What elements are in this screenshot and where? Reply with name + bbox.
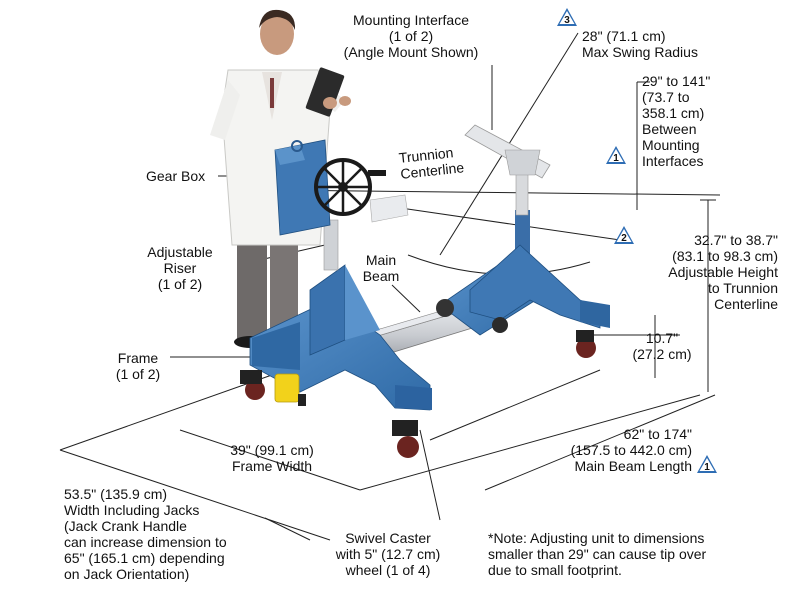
leader-lines	[59, 32, 721, 541]
right-frame	[436, 124, 610, 358]
badge-2-text: 2	[621, 233, 627, 244]
mounting-interface-label: Mounting Interface (1 of 2) (Angle Mount…	[343, 12, 479, 60]
frame-width-label: 39" (99.1 cm) Frame Width	[230, 442, 314, 474]
left-frame	[240, 139, 432, 458]
warning-triangle-icon: 2	[614, 226, 634, 244]
gear-box-label: Gear Box	[146, 168, 206, 184]
trunnion-centerline-label: Trunnion Centerline	[398, 144, 465, 182]
main-beam-label: Main Beam	[362, 252, 400, 284]
beam-length-label: 62" to 174" (157.5 to 442.0 cm) Main Bea…	[570, 426, 692, 474]
warning-triangle-icon: 1	[697, 455, 717, 473]
width-including-jacks-label: 53.5" (135.9 cm) Width Including Jacks (…	[64, 486, 227, 582]
badge-1-text: 1	[704, 462, 710, 473]
adjustable-height-label: 32.7" to 38.7" (83.1 to 98.3 cm) Adjusta…	[668, 232, 778, 312]
adjustable-riser-label: Adjustable Riser (1 of 2)	[147, 244, 213, 292]
badge-1-text: 1	[613, 153, 619, 164]
swing-radius-label: 28" (71.1 cm) Max Swing Radius	[582, 28, 698, 60]
tip-over-note: *Note: Adjusting unit to dimensions smal…	[488, 530, 707, 578]
warning-triangle-icon: 3	[557, 8, 577, 26]
between-interfaces-label: 29" to 141" (73.7 to 358.1 cm) Between M…	[642, 73, 711, 169]
badge-3-text: 3	[564, 15, 570, 26]
swivel-caster-label: Swivel Caster with 5" (12.7 cm) wheel (1…	[335, 530, 441, 578]
frame-label: Frame (1 of 2)	[115, 350, 161, 382]
ground-clearance-label: 10.7" (27.2 cm)	[632, 330, 692, 362]
warning-triangle-icon: 1	[606, 146, 626, 164]
